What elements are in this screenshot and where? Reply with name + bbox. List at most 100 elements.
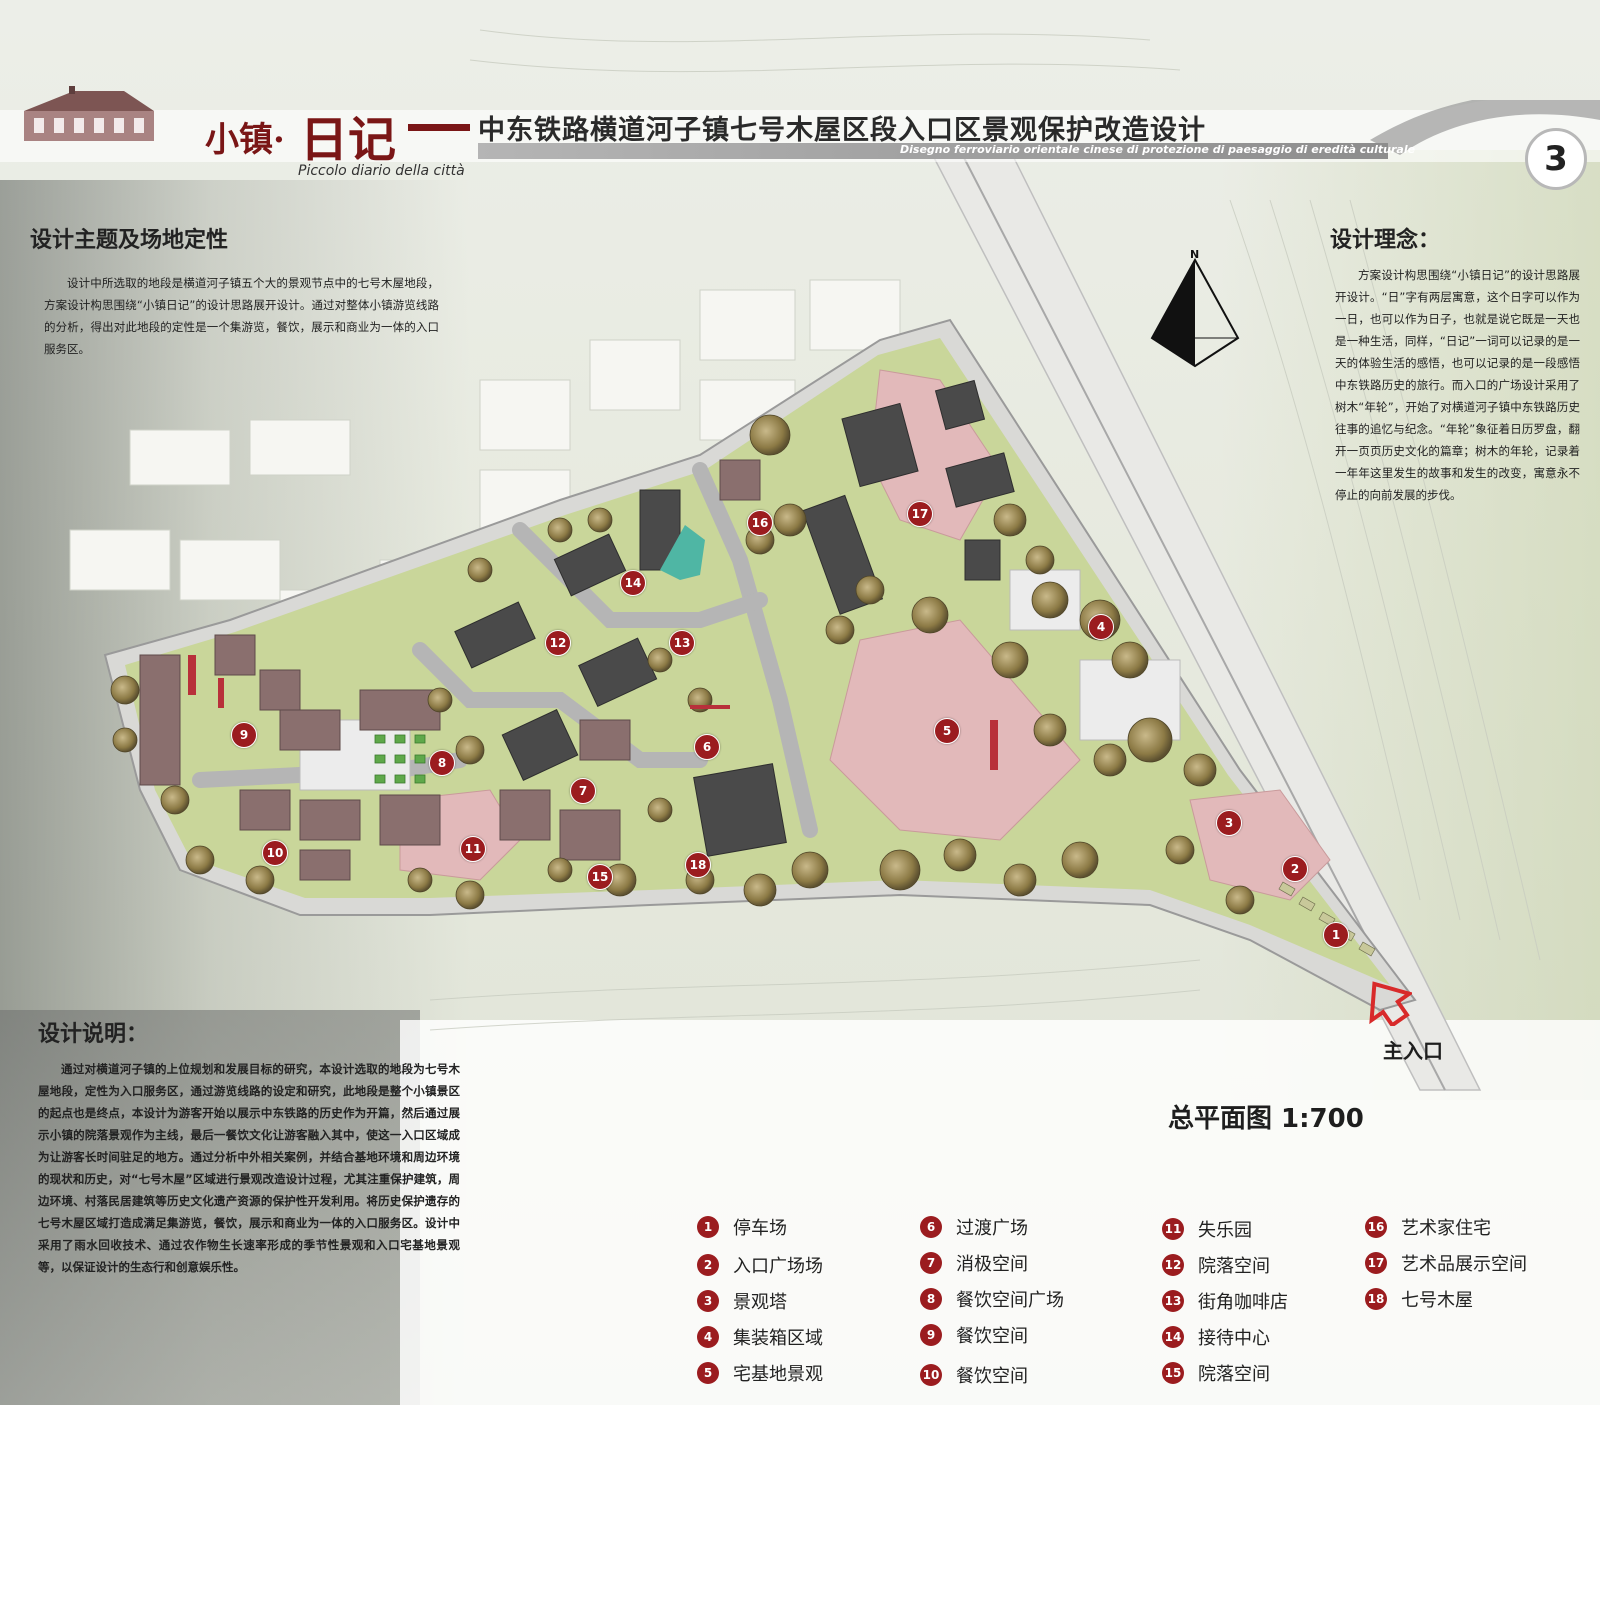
map-marker-11: 11 — [460, 836, 486, 862]
map-marker-18: 18 — [685, 852, 711, 878]
bottom-left-overlay — [0, 1010, 420, 1405]
legend-item-8: 8 餐饮空间广场 — [920, 1286, 1064, 1312]
description-text: 通过对横道河子镇的上位规划和发展目标的研究，本设计选取的地段为七号木屋地段，定性… — [38, 1062, 460, 1274]
plan-scale-title: 总平面图 1:700 — [1168, 1104, 1364, 1134]
map-marker-16: 16 — [747, 510, 773, 536]
map-marker-9: 9 — [231, 722, 257, 748]
description-title: 设计说明： — [38, 1022, 149, 1047]
legend-badge: 12 — [1162, 1254, 1184, 1276]
legend-badge: 17 — [1365, 1252, 1387, 1274]
theme-text: 设计中所选取的地段是横道河子镇五个大的景观节点中的七号木屋地段，方案设计构思围绕… — [44, 276, 439, 356]
legend-label: 餐饮空间 — [956, 1326, 1028, 1347]
site-buildings-dark — [454, 379, 1015, 857]
legend-item-17: 17 艺术品展示空间 — [1365, 1250, 1527, 1276]
legend-label: 集装箱区域 — [733, 1328, 823, 1349]
legend-item-6: 6 过渡广场 — [920, 1214, 1028, 1240]
legend-badge: 6 — [920, 1216, 942, 1238]
legend-label: 接待中心 — [1198, 1328, 1270, 1349]
main-entrance-label: 主入口 — [1383, 1039, 1443, 1063]
legend-badge: 2 — [697, 1254, 719, 1276]
site-plan-map — [69, 29, 1541, 1091]
legend-label: 艺术家住宅 — [1401, 1218, 1491, 1239]
legend-badge: 9 — [920, 1324, 942, 1346]
map-marker-4: 4 — [1088, 614, 1114, 640]
map-marker-17: 17 — [907, 501, 933, 527]
map-marker-15: 15 — [587, 864, 613, 890]
legend-label: 消极空间 — [956, 1254, 1028, 1275]
legend-label: 过渡广场 — [956, 1218, 1028, 1239]
legend-item-14: 14 接待中心 — [1162, 1324, 1270, 1350]
legend-item-7: 7 消极空间 — [920, 1250, 1028, 1276]
legend-badge: 18 — [1365, 1288, 1387, 1310]
map-marker-1: 1 — [1323, 922, 1349, 948]
legend-label: 宅基地景观 — [733, 1364, 823, 1385]
legend-item-15: 15 院落空间 — [1162, 1360, 1270, 1386]
legend-badge: 3 — [697, 1290, 719, 1312]
legend-label: 街角咖啡店 — [1198, 1292, 1288, 1313]
vegetable-plots — [374, 734, 426, 784]
main-entrance-arrow-icon — [1369, 981, 1412, 1026]
water-feature — [660, 525, 705, 580]
contour-lines — [429, 29, 1541, 1031]
legend-item-18: 18 七号木屋 — [1365, 1286, 1473, 1312]
legend-label: 餐饮空间广场 — [956, 1290, 1064, 1311]
red-site-accents — [188, 655, 998, 770]
legend-label: 停车场 — [733, 1218, 787, 1239]
theme-title: 设计主题及场地定性 — [30, 228, 229, 253]
north-arrow-icon — [1150, 258, 1240, 368]
north-label: N — [1190, 248, 1200, 261]
legend-item-11: 11 失乐园 — [1162, 1216, 1252, 1242]
legend-item-13: 13 街角咖啡店 — [1162, 1288, 1288, 1314]
legend-item-10: 10 餐饮空间 — [920, 1362, 1028, 1388]
context-buildings — [69, 279, 901, 651]
legend-badge: 1 — [697, 1216, 719, 1238]
legend-label: 院落空间 — [1198, 1256, 1270, 1277]
bottom-white-panel — [400, 1020, 1600, 1405]
subtitle-italian: Disegno ferroviario orientale cinese di … — [900, 143, 1416, 156]
legend-badge: 11 — [1162, 1218, 1184, 1240]
concept-title: 设计理念： — [1330, 228, 1441, 253]
legend-label: 院落空间 — [1198, 1364, 1270, 1385]
legend-item-12: 12 院落空间 — [1162, 1252, 1270, 1278]
legend-label: 七号木屋 — [1401, 1290, 1473, 1311]
legend-item-9: 9 餐饮空间 — [920, 1322, 1028, 1348]
title-small: 小镇· — [205, 120, 285, 160]
legend-badge: 13 — [1162, 1290, 1184, 1312]
title-big: 日记 — [300, 112, 397, 168]
concept-text: 方案设计构思围绕“小镇日记”的设计思路展开设计。“日”字有两层寓意，这个日字可以… — [1335, 268, 1580, 502]
map-marker-8: 8 — [429, 750, 455, 776]
site-buildings-brown — [139, 459, 761, 881]
map-marker-3: 3 — [1216, 810, 1242, 836]
title-dash — [408, 124, 470, 131]
legend-label: 餐饮空间 — [956, 1366, 1028, 1387]
map-marker-2: 2 — [1282, 856, 1308, 882]
legend-badge: 5 — [697, 1362, 719, 1384]
legend-badge: 10 — [920, 1364, 942, 1386]
legend-badge: 15 — [1162, 1362, 1184, 1384]
map-marker-10: 10 — [262, 840, 288, 866]
map-marker-13: 13 — [669, 630, 695, 656]
legend-badge: 8 — [920, 1288, 942, 1310]
page-number: 3 — [1525, 128, 1587, 190]
legend-item-3: 3 景观塔 — [697, 1288, 787, 1314]
legend-badge: 7 — [920, 1252, 942, 1274]
legend-badge: 14 — [1162, 1326, 1184, 1348]
wooden-house-icon — [24, 86, 154, 141]
map-marker-14: 14 — [620, 570, 646, 596]
map-marker-7: 7 — [570, 778, 596, 804]
legend-label: 失乐园 — [1198, 1220, 1252, 1241]
legend-badge: 4 — [697, 1326, 719, 1348]
legend-item-5: 5 宅基地景观 — [697, 1360, 823, 1386]
legend-label: 艺术品展示空间 — [1401, 1254, 1527, 1275]
tagline-italian: Piccolo diario della città — [298, 163, 465, 179]
map-marker-5: 5 — [934, 718, 960, 744]
subtitle-chinese: 中东铁路横道河子镇七号木屋区段入口区景观保护改造设计 — [478, 115, 1206, 146]
map-marker-6: 6 — [694, 734, 720, 760]
legend-label: 景观塔 — [733, 1292, 787, 1313]
legend-item-4: 4 集装箱区域 — [697, 1324, 823, 1350]
subtitle-bar — [478, 143, 1388, 159]
legend-item-1: 1 停车场 — [697, 1214, 787, 1240]
map-marker-12: 12 — [545, 630, 571, 656]
